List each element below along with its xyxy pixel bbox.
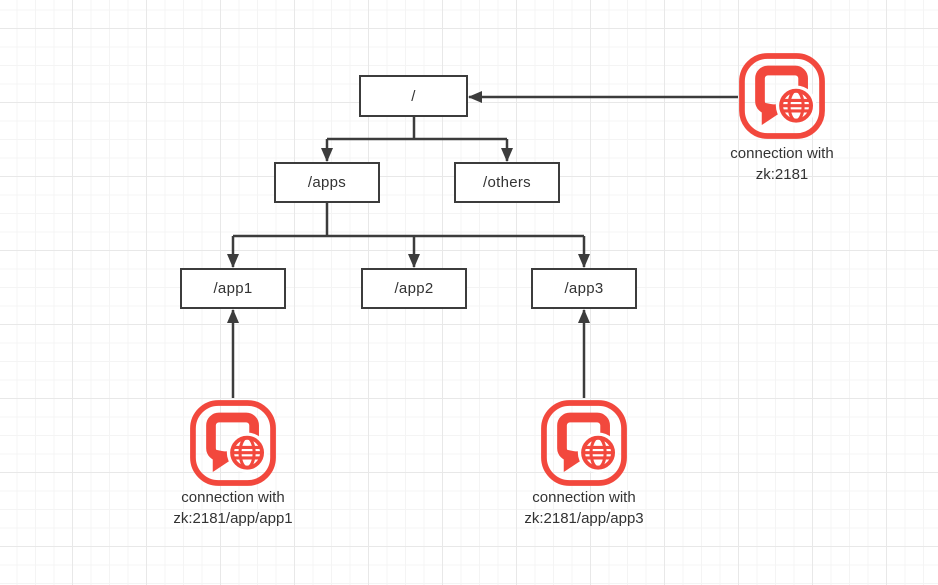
znode-app1[interactable]: /app1 — [180, 268, 286, 309]
client-globe-icon-zk[interactable] — [742, 56, 822, 136]
connection-label-line1: connection with — [532, 489, 636, 506]
client-globe-icon-app1[interactable] — [193, 403, 273, 483]
connection-label-line2: zk:2181 — [755, 166, 809, 183]
znode-root[interactable]: / — [359, 75, 468, 117]
connection-label-line2: zk:2181/app/app1 — [173, 510, 293, 527]
connection-label-zk: connection with zk:2181 — [682, 143, 882, 185]
connection-label-line1: connection with — [730, 145, 834, 162]
client-globe-icon-app3[interactable] — [544, 403, 624, 483]
znode-app3[interactable]: /app3 — [531, 268, 637, 309]
connection-label-line2: zk:2181/app/app3 — [524, 510, 644, 527]
connection-label-app3: connection with zk:2181/app/app3 — [484, 487, 684, 529]
znode-others[interactable]: /others — [454, 162, 560, 203]
znode-apps[interactable]: /apps — [274, 162, 380, 203]
connection-label-app1: connection with zk:2181/app/app1 — [133, 487, 333, 529]
znode-app2[interactable]: /app2 — [361, 268, 467, 309]
connection-label-line1: connection with — [181, 489, 285, 506]
